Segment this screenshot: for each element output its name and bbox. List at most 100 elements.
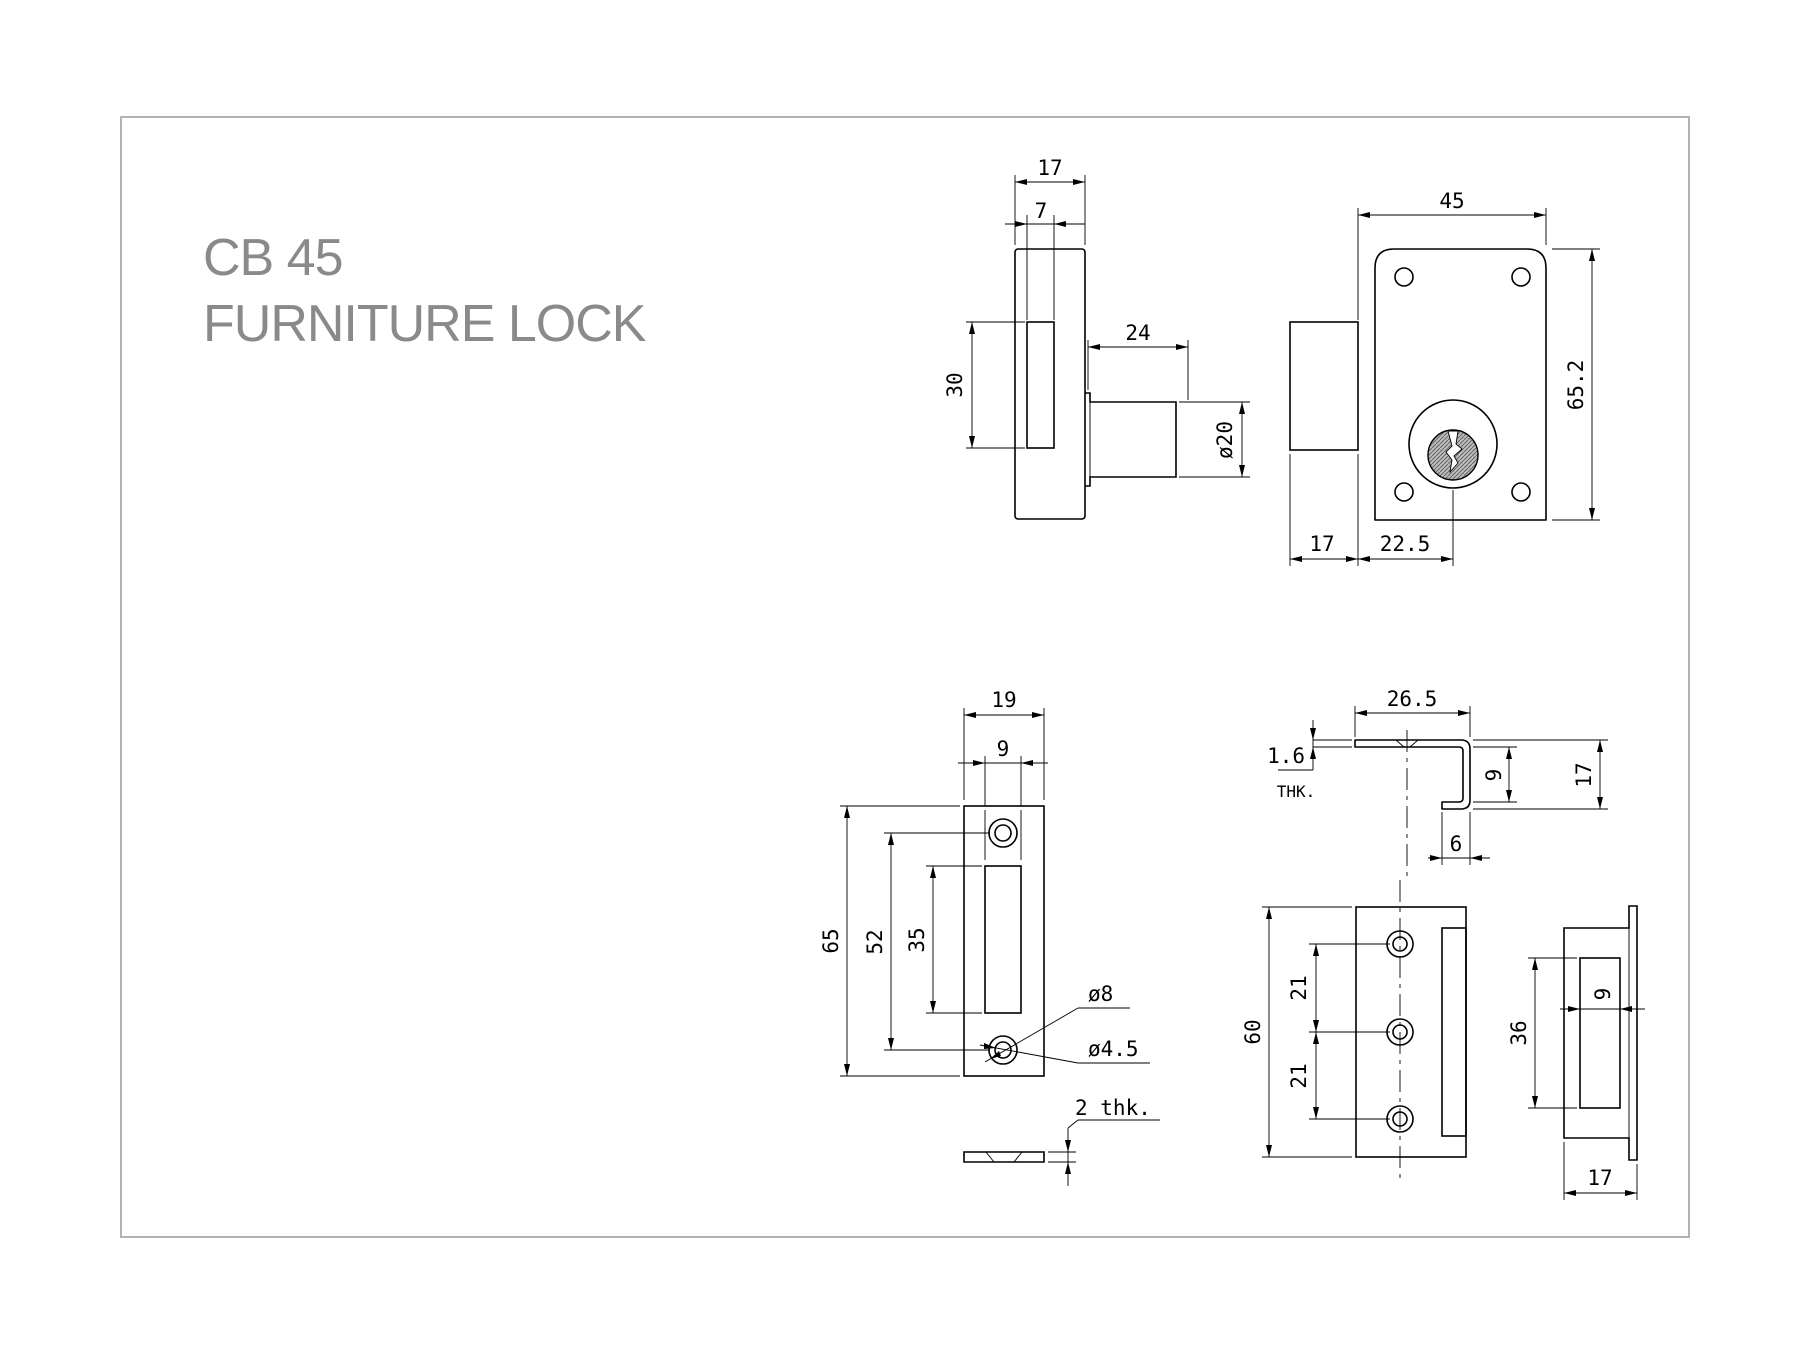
arrowhead — [990, 1051, 1001, 1059]
arrowhead — [1239, 465, 1245, 477]
dim-side-bolt-height: 30 — [943, 372, 967, 397]
arrowhead — [844, 806, 850, 818]
arrowhead — [1589, 249, 1595, 261]
face-hole-inner — [1392, 936, 1408, 952]
dim-face-spacing-lower: 21 — [1287, 1063, 1311, 1088]
dim-angle-outer-depth: 17 — [1572, 762, 1596, 787]
arrowhead — [1065, 1162, 1071, 1174]
dim-front-height: 65.2 — [1564, 360, 1588, 411]
angle-strike-end: 36 9 17 — [1507, 905, 1645, 1200]
front-view: 45 65.2 17 22.5 — [1289, 189, 1600, 566]
screw-hole — [1394, 482, 1414, 502]
arrowhead — [1065, 1140, 1071, 1152]
dim-strike-height: 65 — [819, 928, 843, 953]
arrowhead — [1310, 747, 1316, 759]
strike-hole-inner — [994, 824, 1012, 842]
dim-side-pin: 7 — [1035, 199, 1048, 223]
arrowhead — [973, 760, 985, 766]
end-slot — [1579, 957, 1621, 1109]
model-title: CB 45 — [203, 229, 344, 287]
arrowhead — [1358, 212, 1370, 218]
arrowhead — [964, 712, 976, 718]
product-title: FURNITURE LOCK — [203, 295, 646, 353]
arrowhead — [1313, 944, 1319, 956]
arrowhead — [1532, 958, 1538, 970]
arrowhead — [1346, 556, 1358, 562]
arrowhead — [1458, 710, 1470, 716]
strike-hole-inner — [994, 1041, 1012, 1059]
arrowhead — [1568, 1006, 1580, 1012]
arrowhead — [1532, 1096, 1538, 1108]
key-slot — [1445, 430, 1463, 474]
arrowhead — [1015, 179, 1027, 185]
dim-side-width: 17 — [1037, 156, 1062, 180]
dim-angle-lip: 6 — [1450, 832, 1463, 856]
dim-strike-hole-large: ø8 — [1088, 982, 1113, 1006]
arrowhead — [1470, 855, 1482, 861]
face-hole-inner — [1392, 1111, 1408, 1127]
arrowhead — [1088, 344, 1100, 350]
arrowhead — [984, 1043, 996, 1049]
strike-plate-view: 19 9 65 52 — [819, 688, 1160, 1186]
arrowhead — [1625, 1190, 1637, 1196]
arrowhead — [888, 1038, 894, 1050]
arrowhead — [1441, 556, 1453, 562]
arrowhead — [1266, 907, 1272, 919]
arrowhead — [1310, 728, 1316, 740]
arrowhead — [1358, 556, 1370, 562]
arrowhead — [969, 436, 975, 448]
side-view: 17 7 30 24 — [943, 156, 1250, 520]
dim-strike-width: 19 — [991, 688, 1016, 712]
screw-hole — [1394, 267, 1414, 287]
screw-hole — [1511, 267, 1531, 287]
arrowhead — [1313, 1107, 1319, 1119]
dim-side-cylinder-dia: ø20 — [1213, 421, 1237, 459]
angle-strike-profile: 26.5 1.6 THK. 9 17 — [1267, 687, 1608, 880]
arrowhead — [1534, 212, 1546, 218]
arrowhead — [1430, 855, 1442, 861]
angle-strike-face: 60 21 21 — [1241, 880, 1467, 1180]
dim-end-depth: 17 — [1587, 1166, 1612, 1190]
strike-hole — [988, 818, 1018, 848]
dim-front-key-center: 22.5 — [1380, 532, 1431, 556]
arrowhead — [930, 1001, 936, 1013]
dim-strike-hole-small: ø4.5 — [1088, 1037, 1139, 1061]
dim-front-width: 45 — [1439, 189, 1464, 213]
arrowhead — [1021, 760, 1033, 766]
arrowhead — [1054, 221, 1066, 227]
arrowhead — [1506, 790, 1512, 802]
arrowhead — [1266, 1145, 1272, 1157]
arrowhead — [1290, 556, 1302, 562]
sheet-border — [120, 116, 1690, 1238]
dim-angle-length: 26.5 — [1387, 687, 1438, 711]
arrowhead — [1564, 1190, 1576, 1196]
arrowhead — [1506, 747, 1512, 759]
face-hole-inner — [1392, 1024, 1408, 1040]
dim-end-slot-width: 9 — [1591, 988, 1615, 1001]
dim-strike-slot-length: 35 — [905, 927, 929, 952]
arrowhead — [1597, 797, 1603, 809]
dim-angle-thickness-label: THK. — [1277, 782, 1316, 801]
strike-hole — [988, 1035, 1018, 1065]
arrowhead — [888, 833, 894, 845]
dim-angle-inner-depth: 9 — [1482, 769, 1506, 782]
arrowhead — [1589, 508, 1595, 520]
arrowhead — [1032, 712, 1044, 718]
dim-side-cylinder-length: 24 — [1125, 321, 1150, 345]
dim-strike-hole-spacing: 52 — [863, 929, 887, 954]
dim-face-height: 60 — [1241, 1019, 1265, 1044]
dim-front-cylinder-offset: 17 — [1309, 532, 1334, 556]
arrowhead — [1015, 221, 1027, 227]
arrowhead — [1239, 402, 1245, 414]
arrowhead — [1313, 1032, 1319, 1044]
arrowhead — [969, 322, 975, 334]
cylinder-face — [1408, 399, 1498, 489]
arrowhead — [930, 866, 936, 878]
dim-end-slot-height: 36 — [1507, 1020, 1531, 1045]
arrowhead — [844, 1064, 850, 1076]
arrowhead — [1355, 710, 1367, 716]
strike-slot — [984, 865, 1022, 1014]
dim-strike-thickness: 2 thk. — [1075, 1096, 1151, 1120]
